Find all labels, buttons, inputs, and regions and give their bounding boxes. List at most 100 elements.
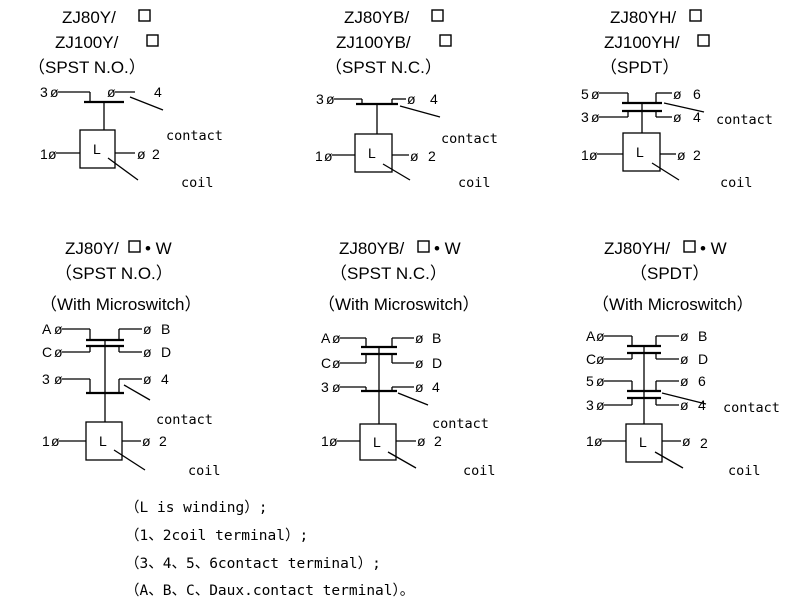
model-placeholder-box xyxy=(439,34,452,47)
coil-box xyxy=(359,423,397,461)
terminal-symbol-icon: ø xyxy=(143,321,152,337)
terminal-symbol-icon: ø xyxy=(54,321,63,337)
terminal-1-label: 1 xyxy=(321,433,329,449)
terminal-symbol-icon: ø xyxy=(673,86,682,102)
model-placeholder-box xyxy=(689,9,702,22)
terminal-2-label: 2 xyxy=(159,433,167,449)
coil-label: coil xyxy=(728,463,761,479)
block-spst-no: ZJ80Y/ ZJ100Y/ （SPST N.O.） 3 ø ø 4 conta… xyxy=(28,8,223,191)
block-2-model-line-1: ZJ80YB/ xyxy=(344,8,409,27)
terminal-symbol-icon: ø xyxy=(673,109,682,125)
terminal-3-label: 3 xyxy=(586,397,594,413)
terminal-4-label: 4 xyxy=(698,397,706,413)
terminal-symbol-icon: ø xyxy=(54,344,63,360)
coil-winding-label: L xyxy=(99,433,107,449)
terminal-symbol-icon: ø xyxy=(591,86,600,102)
contact-label: contact xyxy=(723,400,780,416)
block-spst-no-microswitch: ZJ80Y/ • W （SPST N.O.） （With Microswitch… xyxy=(40,239,221,479)
terminal-symbol-icon: ø xyxy=(143,344,152,360)
model-placeholder-box xyxy=(697,34,710,47)
terminal-2-label: 2 xyxy=(428,148,436,164)
terminal-symbol-icon: ø xyxy=(680,328,689,344)
terminal-symbol-icon: ø xyxy=(107,84,116,100)
block-4-type: （SPST N.O.） xyxy=(55,264,173,283)
terminal-6-label: 6 xyxy=(698,373,706,389)
terminal-1-label: 1 xyxy=(315,148,323,164)
block-3-model-line-1: ZJ80YH/ xyxy=(610,8,676,27)
terminal-symbol-icon: ø xyxy=(596,373,605,389)
terminal-symbol-icon: ø xyxy=(142,433,151,449)
block-3-type: （SPDT） xyxy=(600,58,679,77)
block-spst-nc-microswitch: ZJ80YB/ • W （SPST N.C.） （With Microswitc… xyxy=(318,239,496,479)
block-spst-nc: ZJ80YB/ ZJ100YB/ （SPST N.C.） 3 ø ø 4 con… xyxy=(315,8,498,191)
terminal-6-label: 6 xyxy=(693,86,701,102)
block-2-type: （SPST N.C.） xyxy=(325,58,442,77)
terminal-D-label: D xyxy=(161,344,171,360)
terminal-symbol-icon: ø xyxy=(407,91,416,107)
terminal-4-label: 4 xyxy=(161,371,169,387)
model-placeholder-box xyxy=(138,9,151,22)
terminal-B-label: B xyxy=(698,328,707,344)
terminal-2-label: 2 xyxy=(693,147,701,163)
terminal-3-label: 3 xyxy=(321,379,329,395)
terminal-symbol-icon: ø xyxy=(677,147,686,163)
terminal-symbol-icon: ø xyxy=(591,109,600,125)
terminal-4-label: 4 xyxy=(154,84,162,100)
coil-winding-label: L xyxy=(368,145,376,161)
terminal-2-label: 2 xyxy=(700,435,708,451)
terminal-symbol-icon: ø xyxy=(332,355,341,371)
terminal-C-label: C xyxy=(42,344,52,360)
note-coil-terminal: （1、2coil terminal）; xyxy=(125,527,308,544)
terminal-C-label: C xyxy=(321,355,331,371)
block-spdt-microswitch: ZJ80YH/ • W （SPDT） （With Microswitch） A … xyxy=(586,239,780,479)
model-placeholder-box xyxy=(128,240,141,253)
terminal-A-label: A xyxy=(321,330,331,346)
terminal-2-label: 2 xyxy=(152,146,160,162)
block-1-type: （SPST N.O.） xyxy=(28,58,146,77)
note-aux-contact-terminal: （A、B、C、Daux.contact terminal）。 xyxy=(125,582,414,599)
block-5-model-suffix: • W xyxy=(434,239,461,258)
legend-notes: （L is winding）; （1、2coil terminal）; （3、4… xyxy=(125,499,414,599)
terminal-1-label: 1 xyxy=(586,433,594,449)
terminal-D-label: D xyxy=(432,355,442,371)
block-5-microswitch: （With Microswitch） xyxy=(318,295,480,314)
terminal-symbol-icon: ø xyxy=(596,397,605,413)
terminal-symbol-icon: ø xyxy=(680,397,689,413)
model-placeholder-box xyxy=(146,34,159,47)
coil-winding-label: L xyxy=(373,434,381,450)
terminal-3-label: 3 xyxy=(581,109,589,125)
model-placeholder-box xyxy=(431,9,444,22)
block-6-type: （SPDT） xyxy=(630,264,709,283)
terminal-symbol-icon: ø xyxy=(137,146,146,162)
terminal-1-label: 1 xyxy=(40,146,48,162)
terminal-3-label: 3 xyxy=(42,371,50,387)
block-1-model-line-2: ZJ100Y/ xyxy=(55,33,119,52)
terminal-3-label: 3 xyxy=(40,84,48,100)
terminal-symbol-icon: ø xyxy=(329,433,338,449)
coil-box xyxy=(79,129,116,169)
block-4-model: ZJ80Y/ xyxy=(65,239,119,258)
terminal-symbol-icon: ø xyxy=(54,371,63,387)
model-placeholder-box xyxy=(683,240,696,253)
terminal-1-label: 1 xyxy=(42,433,50,449)
coil-winding-label: L xyxy=(636,144,644,160)
coil-winding-label: L xyxy=(639,434,647,450)
terminal-2-label: 2 xyxy=(434,433,442,449)
terminal-symbol-icon: ø xyxy=(596,351,605,367)
terminal-symbol-icon: ø xyxy=(417,433,426,449)
terminal-symbol-icon: ø xyxy=(50,84,59,100)
terminal-symbol-icon: ø xyxy=(143,371,152,387)
block-4-model-suffix: • W xyxy=(145,239,172,258)
terminal-C-label: C xyxy=(586,351,596,367)
terminal-symbol-icon: ø xyxy=(51,433,60,449)
terminal-symbol-icon: ø xyxy=(415,330,424,346)
terminal-4-label: 4 xyxy=(432,379,440,395)
terminal-symbol-icon: ø xyxy=(48,146,57,162)
terminal-A-label: A xyxy=(42,321,52,337)
terminal-symbol-icon: ø xyxy=(589,147,598,163)
coil-winding-label: L xyxy=(93,141,101,157)
terminal-symbol-icon: ø xyxy=(324,148,333,164)
terminal-symbol-icon: ø xyxy=(680,373,689,389)
terminal-symbol-icon: ø xyxy=(332,330,341,346)
